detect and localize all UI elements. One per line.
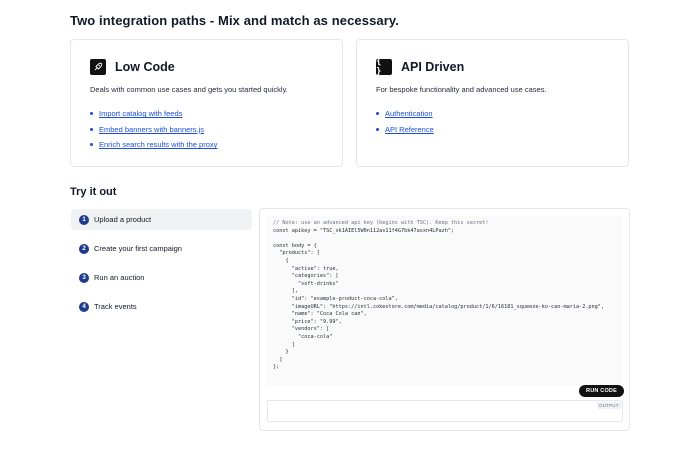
low-code-title: Low Code [115, 60, 175, 74]
code-line: "soft-drinks" [273, 280, 339, 287]
code-line: "products": [ [273, 250, 320, 257]
step-number-badge: 2 [79, 243, 89, 254]
step-create-campaign[interactable]: 2 Create your first campaign [71, 238, 252, 259]
enrich-search-link[interactable]: Enrich search results with the proxy [99, 140, 218, 150]
list-item: API Reference [376, 122, 434, 138]
code-line: } [273, 349, 289, 356]
step-label: Upload a product [94, 215, 152, 224]
rocket-icon [90, 59, 106, 75]
authentication-link[interactable]: Authentication [385, 109, 433, 119]
step-run-auction[interactable]: 3 Run an auction [71, 267, 252, 288]
steps-list: 1 Upload a product 2 Create your first c… [71, 209, 252, 325]
code-line: "imageURL": "https://intl.cokestore.com/… [273, 303, 605, 310]
list-item: Embed banners with banners.js [90, 122, 217, 138]
try-it-out-heading: Try it out [70, 186, 117, 198]
api-reference-link[interactable]: API Reference [385, 124, 434, 134]
output-box [267, 400, 623, 422]
list-item: Import catalog with feeds [90, 106, 217, 122]
code-line: "id": "example-product-coca-cola", [273, 296, 398, 302]
code-line: "price": "9.99", [273, 318, 342, 325]
low-code-card: Low Code Deals with common use cases and… [70, 39, 343, 167]
step-track-events[interactable]: 4 Track events [71, 296, 252, 317]
api-driven-description: For bespoke functionality and advanced u… [376, 85, 547, 94]
api-driven-card: { } API Driven For bespoke functionality… [356, 39, 629, 167]
list-item: Enrich search results with the proxy [90, 137, 217, 153]
step-upload-product[interactable]: 1 Upload a product [71, 209, 252, 230]
step-label: Create your first campaign [94, 244, 182, 253]
import-catalog-link[interactable]: Import catalog with feeds [99, 109, 183, 119]
step-number-badge: 4 [79, 301, 89, 312]
bullet-icon [376, 127, 379, 131]
code-line: { [273, 258, 289, 264]
step-number-badge: 3 [79, 272, 89, 283]
bullet-icon [376, 112, 379, 116]
code-line: ] [273, 356, 283, 363]
step-label: Run an auction [94, 273, 145, 282]
code-line: }; [273, 364, 280, 371]
code-line: const apikey = "TSC_xk1AIEl5W0n112as11f4… [273, 227, 455, 234]
code-editor[interactable]: // Note: use an advanced api key (begins… [267, 216, 623, 386]
code-line: "name": "Coca Cola can", [273, 311, 367, 318]
code-line: // Note: use an advanced api key (begins… [273, 220, 489, 226]
bullet-icon [90, 112, 93, 116]
low-code-links: Import catalog with feeds Embed banners … [90, 106, 217, 153]
api-driven-links: Authentication API Reference [376, 106, 434, 137]
run-code-button[interactable]: RUN CODE [579, 385, 624, 397]
code-line: ] [273, 341, 295, 348]
code-line: "vendors": [ [273, 326, 330, 333]
api-driven-title: API Driven [401, 60, 465, 74]
embed-banners-link[interactable]: Embed banners with banners.js [99, 124, 205, 134]
page-title: Two integration paths - Mix and match as… [70, 13, 399, 28]
bullet-icon [90, 143, 93, 147]
list-item: Authentication [376, 106, 434, 122]
bullet-icon [90, 127, 93, 131]
code-panel: // Note: use an advanced api key (begins… [259, 208, 630, 431]
code-line: "active": true, [273, 265, 339, 272]
code-line: "categories": [ [273, 273, 339, 280]
step-label: Track events [94, 302, 137, 311]
step-number-badge: 1 [79, 214, 89, 225]
output-label: OUTPUT [597, 402, 621, 409]
code-line: ], [273, 288, 298, 295]
low-code-description: Deals with common use cases and gets you… [90, 85, 288, 94]
braces-icon: { } [376, 57, 392, 77]
code-line: "coca-cola" [273, 334, 333, 340]
code-line: const body = { [273, 242, 317, 249]
